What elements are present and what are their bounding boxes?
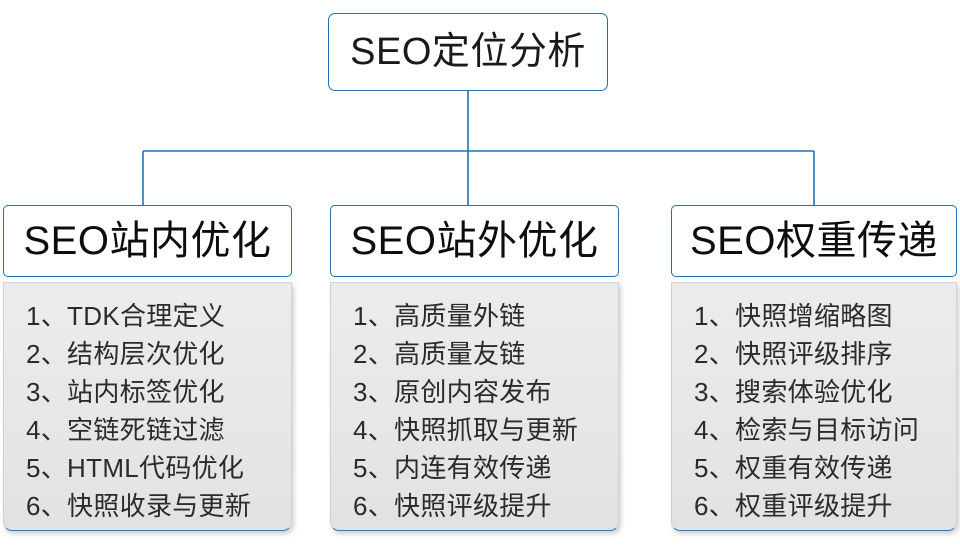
branch-header-label: SEO站内优化 <box>23 219 272 263</box>
branch-item-list: 1、高质量外链 2、高质量友链 3、原创内容发布 4、快照抓取与更新 5、内连有… <box>353 297 618 525</box>
list-item: 6、权重评级提升 <box>694 491 893 521</box>
branch-weight-transfer: SEO权重传递 1、快照增缩略图 2、快照评级排序 3、搜索体验优化 4、检索与… <box>671 205 957 531</box>
branch-header-off-site[interactable]: SEO站外优化 <box>330 205 619 277</box>
branch-body-weight-transfer: 1、快照增缩略图 2、快照评级排序 3、搜索体验优化 4、检索与目标访问 5、权… <box>671 282 957 531</box>
list-item: 2、高质量友链 <box>353 339 526 369</box>
branch-item-list: 1、TDK合理定义 2、结构层次优化 3、站内标签优化 4、空链死链过滤 5、H… <box>26 297 291 525</box>
list-item: 4、空链死链过滤 <box>26 415 225 445</box>
list-item: 2、快照评级排序 <box>694 339 893 369</box>
list-item: 3、搜索体验优化 <box>694 377 893 407</box>
list-item: 4、检索与目标访问 <box>694 415 920 445</box>
root-node[interactable]: SEO定位分析 <box>328 13 608 91</box>
branch-header-on-site[interactable]: SEO站内优化 <box>3 205 292 277</box>
branch-body-off-site: 1、高质量外链 2、高质量友链 3、原创内容发布 4、快照抓取与更新 5、内连有… <box>330 282 619 531</box>
list-item: 6、快照收录与更新 <box>26 491 252 521</box>
list-item: 5、权重有效传递 <box>694 453 893 483</box>
branch-off-site: SEO站外优化 1、高质量外链 2、高质量友链 3、原创内容发布 4、快照抓取与… <box>330 205 619 531</box>
list-item: 1、快照增缩略图 <box>694 301 893 331</box>
branch-on-site: SEO站内优化 1、TDK合理定义 2、结构层次优化 3、站内标签优化 4、空链… <box>3 205 292 531</box>
list-item: 2、结构层次优化 <box>26 339 225 369</box>
list-item: 1、高质量外链 <box>353 301 526 331</box>
list-item: 6、快照评级提升 <box>353 491 552 521</box>
list-item: 5、内连有效传递 <box>353 453 552 483</box>
list-item: 3、站内标签优化 <box>26 377 225 407</box>
branch-body-on-site: 1、TDK合理定义 2、结构层次优化 3、站内标签优化 4、空链死链过滤 5、H… <box>3 282 292 531</box>
branch-header-label: SEO权重传递 <box>690 219 938 263</box>
list-item: 5、HTML代码优化 <box>26 453 245 483</box>
branch-item-list: 1、快照增缩略图 2、快照评级排序 3、搜索体验优化 4、检索与目标访问 5、权… <box>694 297 956 525</box>
branch-header-label: SEO站外优化 <box>350 219 599 263</box>
list-item: 1、TDK合理定义 <box>26 301 226 331</box>
branch-header-weight-transfer[interactable]: SEO权重传递 <box>671 205 957 277</box>
list-item: 4、快照抓取与更新 <box>353 415 579 445</box>
list-item: 3、原创内容发布 <box>353 377 552 407</box>
root-node-label: SEO定位分析 <box>350 31 586 73</box>
